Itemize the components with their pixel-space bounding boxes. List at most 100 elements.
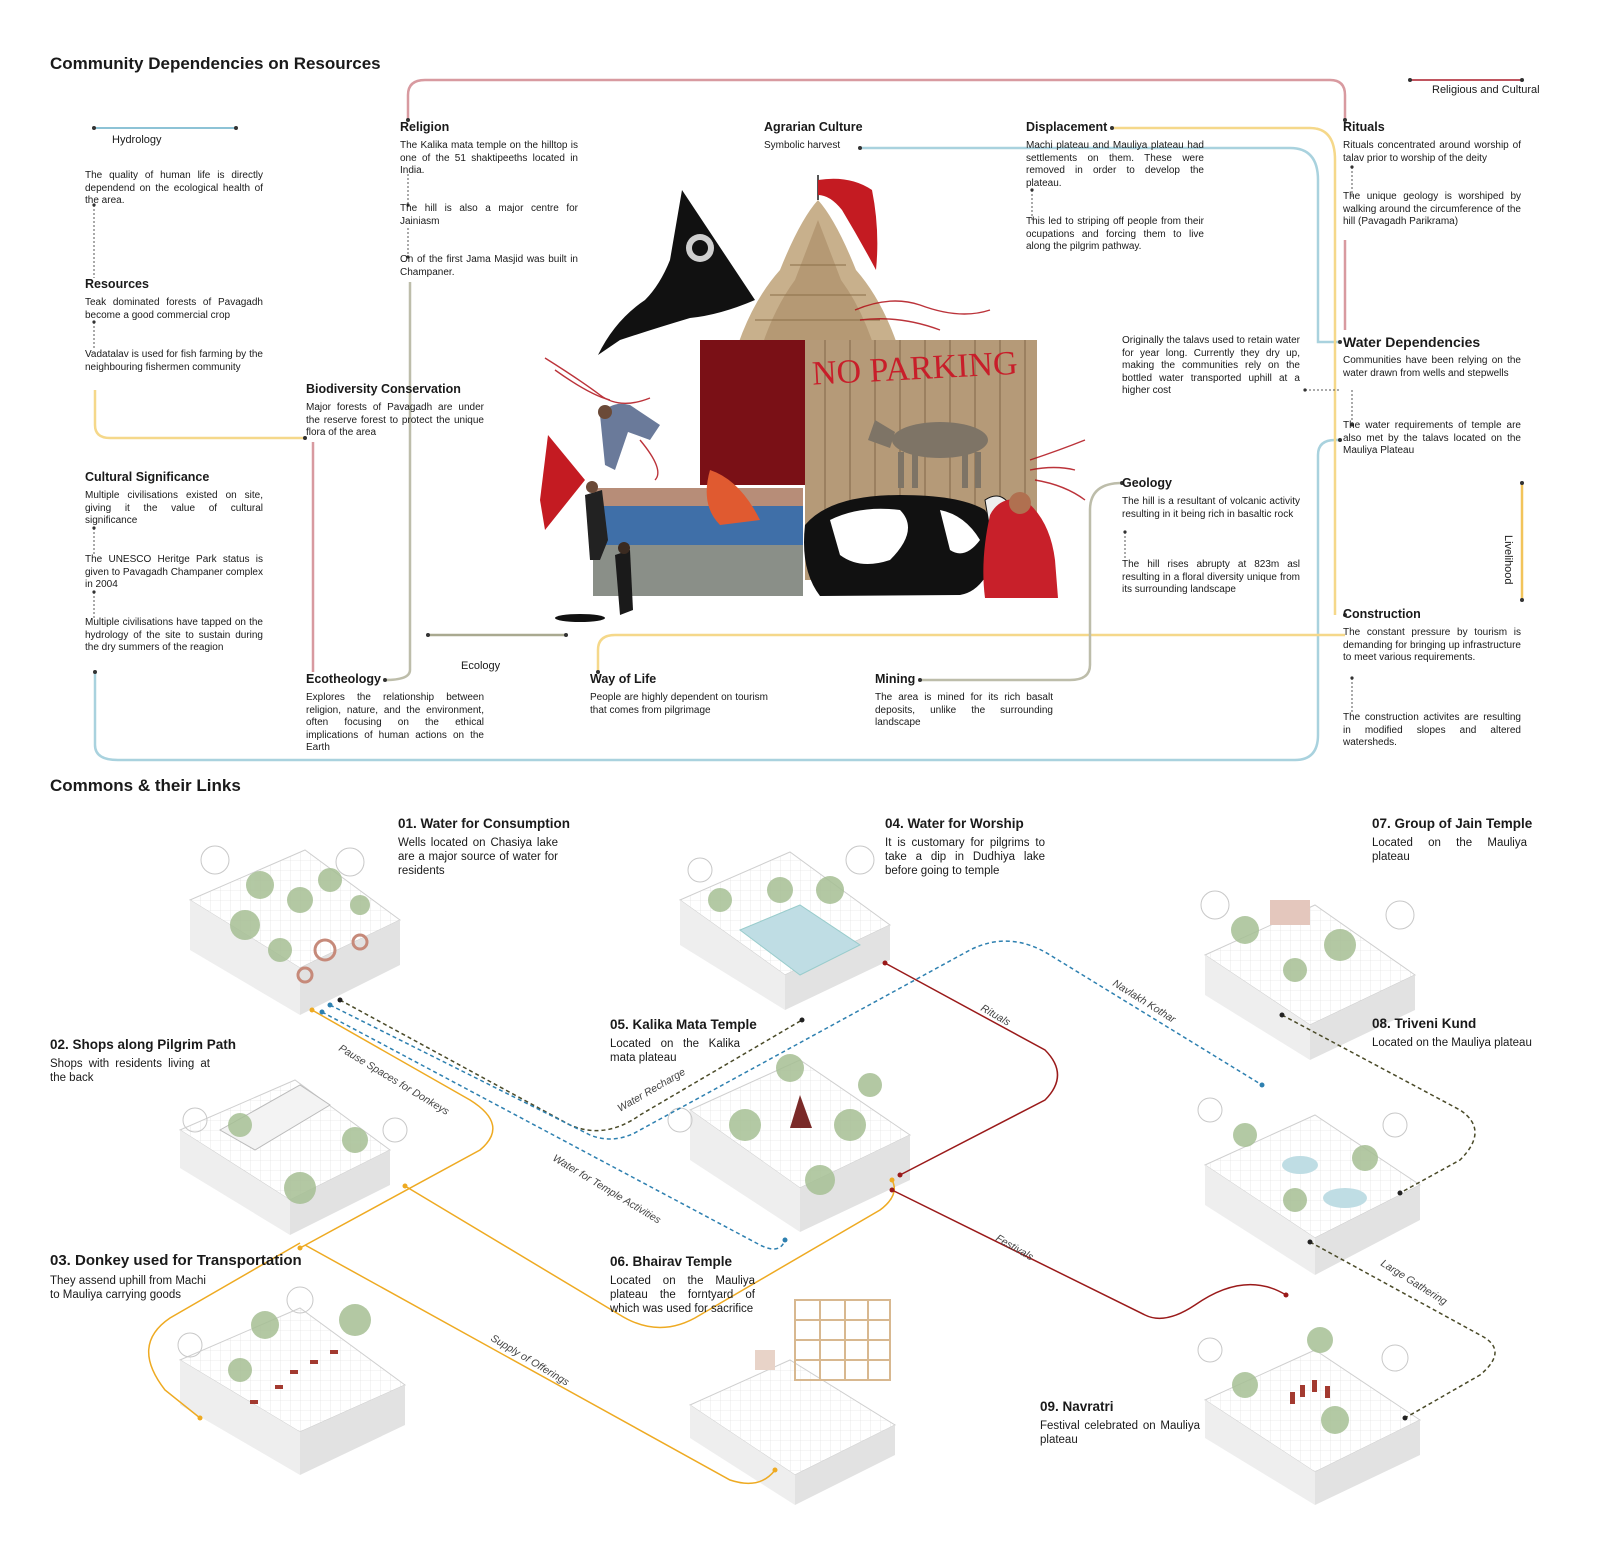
agrarian-blue-line [860,146,1340,344]
red-flag [818,178,878,270]
common-08-title: 08. Triveni Kund [1372,1016,1477,1031]
agrarian-title: Agrarian Culture [764,120,863,134]
link-pause-spaces [299,1009,494,1249]
wayoflife-yellow-line [596,633,1345,672]
construction-title: Construction [1343,607,1421,621]
resources-text-1: Teak dominated forests of Pavagadh becom… [85,297,263,321]
common-05-title: 05. Kalika Mata Temple [610,1017,757,1032]
mining-text: The area is mined for its rich basalt de… [875,692,1053,728]
legend-ecology: Ecology [461,660,501,672]
donkey-figure [868,420,988,488]
water-dependencies-text-2: The water requirements of temple are als… [1343,420,1521,456]
construction-text-2: The construction activites are resulting… [1343,712,1521,748]
ecotheology-text: Explores the relationship between religi… [306,692,484,753]
block-06-bhairav-temple [688,1299,897,1505]
cultural-text-1: Multiple civilisations existed on site, … [85,490,263,526]
displacement-text-1: Machi plateau and Mauliya plateau had se… [1026,140,1204,189]
label-navlakh: Navlakh Kothar [1110,977,1178,1025]
common-02-text: Shops with residents living at the back [50,1058,210,1084]
legend-religious-cultural: Religious and Cultural [1432,84,1540,96]
black-flag [598,190,755,355]
common-01-title: 01. Water for Consumption [398,816,571,831]
cultural-text-2: The UNESCO Heritge Park status is given … [85,554,263,590]
link-offerings [304,1244,776,1485]
link-large-gathering [1309,1241,1496,1419]
religion-olive-line [384,282,412,682]
way-of-life-title: Way of Life [590,672,657,686]
link-jain-triveni [1281,1014,1476,1194]
water-dependencies-text-1: Communities have been relying on the wat… [1343,355,1521,379]
displacement-text-2: This led to striping off people from the… [1026,216,1204,252]
cow-figure [804,495,1011,596]
resources-text-2: Vadatalav is used for fish farming by th… [85,349,263,373]
geology-text-1: The hill is a resultant of volcanic acti… [1122,496,1300,520]
cultural-text-3: Multiple civilisations have tapped on th… [85,617,263,653]
block-03-donkey [178,1307,406,1475]
way-of-life-text: People are highly dependent on tourism t… [590,692,768,716]
link-donkey-loop [148,1242,301,1419]
common-08-text: Located on the Mauliya plateau [1372,1037,1532,1049]
woman-figure [983,492,1058,598]
resources-title: Resources [85,277,149,291]
link-temple-water [321,1011,786,1250]
common-03-text: They assend uphill from Machi to Mauliya… [50,1275,206,1301]
ecotheology-title: Ecotheology [306,672,382,686]
pilgrim-figures [555,403,660,622]
religion-text-2: The hill is also a major centre for Jain… [400,203,578,227]
biodiversity-text: Major forests of Pavagadh are under the … [306,402,484,438]
common-03-title: 03. Donkey used for Transportation [50,1252,302,1269]
common-07-title: 07. Group of Jain Temple [1372,816,1533,831]
legend-hydrology: Hydrology [112,134,162,146]
talavs-text: Originally the talavs used to retain wat… [1122,335,1300,396]
common-02-title: 02. Shops along Pilgrim Path [50,1037,237,1052]
biodiversity-title: Biodiversity Conservation [306,382,461,396]
common-04-title: 04. Water for Worship [885,816,1024,831]
block-05-kalika-temple [689,1059,911,1232]
religion-text-3: On of the first Jama Masjid was built in… [400,254,578,278]
common-06-title: 06. Bhairav Temple [610,1254,733,1269]
construction-text-1: The constant pressure by tourism is dema… [1343,627,1521,663]
label-festivals: Festivals [994,1232,1037,1263]
rituals-text-2: The unique geology is worshiped by walki… [1343,191,1521,227]
agrarian-text: Symbolic harvest [764,140,841,151]
water-dependencies-title: Water Dependencies [1343,334,1481,350]
page-title: Community Dependencies on Resources [50,54,381,73]
label-large-gathering: Large Gathering [1378,1257,1449,1307]
rituals-text-1: Rituals concentrated around worship of t… [1343,140,1521,164]
religion-title: Religion [400,120,450,134]
label-water-recharge: Water Recharge [616,1066,688,1115]
label-offerings: Supply of Offerings [488,1332,571,1389]
link-navlakh [329,940,1263,1140]
block-09-navratri [1203,1349,1421,1505]
geology-title: Geology [1122,476,1173,490]
displacement-title: Displacement [1026,120,1108,134]
block-08-triveni-kund [1203,1114,1421,1275]
red-wall [700,340,820,485]
common-04-text: It is customary for pilgrims to take a d… [885,837,1045,877]
commons-title: Commons & their Links [50,776,241,795]
common-06-text: Located on the Mauliya plateau the fornt… [610,1275,755,1315]
trees [228,868,1378,1434]
link-water-recharge [339,999,803,1132]
cultural-title: Cultural Significance [85,470,210,484]
common-01-text: Wells located on Chasiya lake are a majo… [398,837,558,877]
hydrology-bottom-line [93,438,1340,762]
displacement-yellow-line [1112,126,1337,615]
link-rituals [884,962,1059,1176]
mining-title: Mining [875,672,916,686]
label-rituals: Rituals [979,1002,1013,1029]
religion-text-1: The Kalika mata temple on the hilltop is… [400,140,578,176]
block-04-water-worship [678,851,891,1010]
common-05-text: Located on the Kalika mata plateau [610,1038,740,1064]
hydrology-text: The quality of human life is directly de… [85,170,263,206]
red-pennant [540,435,585,530]
resources-yellow-line [93,390,305,440]
geology-olive-line [920,481,1123,682]
common-09-text: Festival celebrated on Mauliya plateau [1040,1420,1200,1446]
geology-text-2: The hill rises abrupty at 823m asl resul… [1122,559,1300,595]
link-festivals [891,1189,1287,1320]
